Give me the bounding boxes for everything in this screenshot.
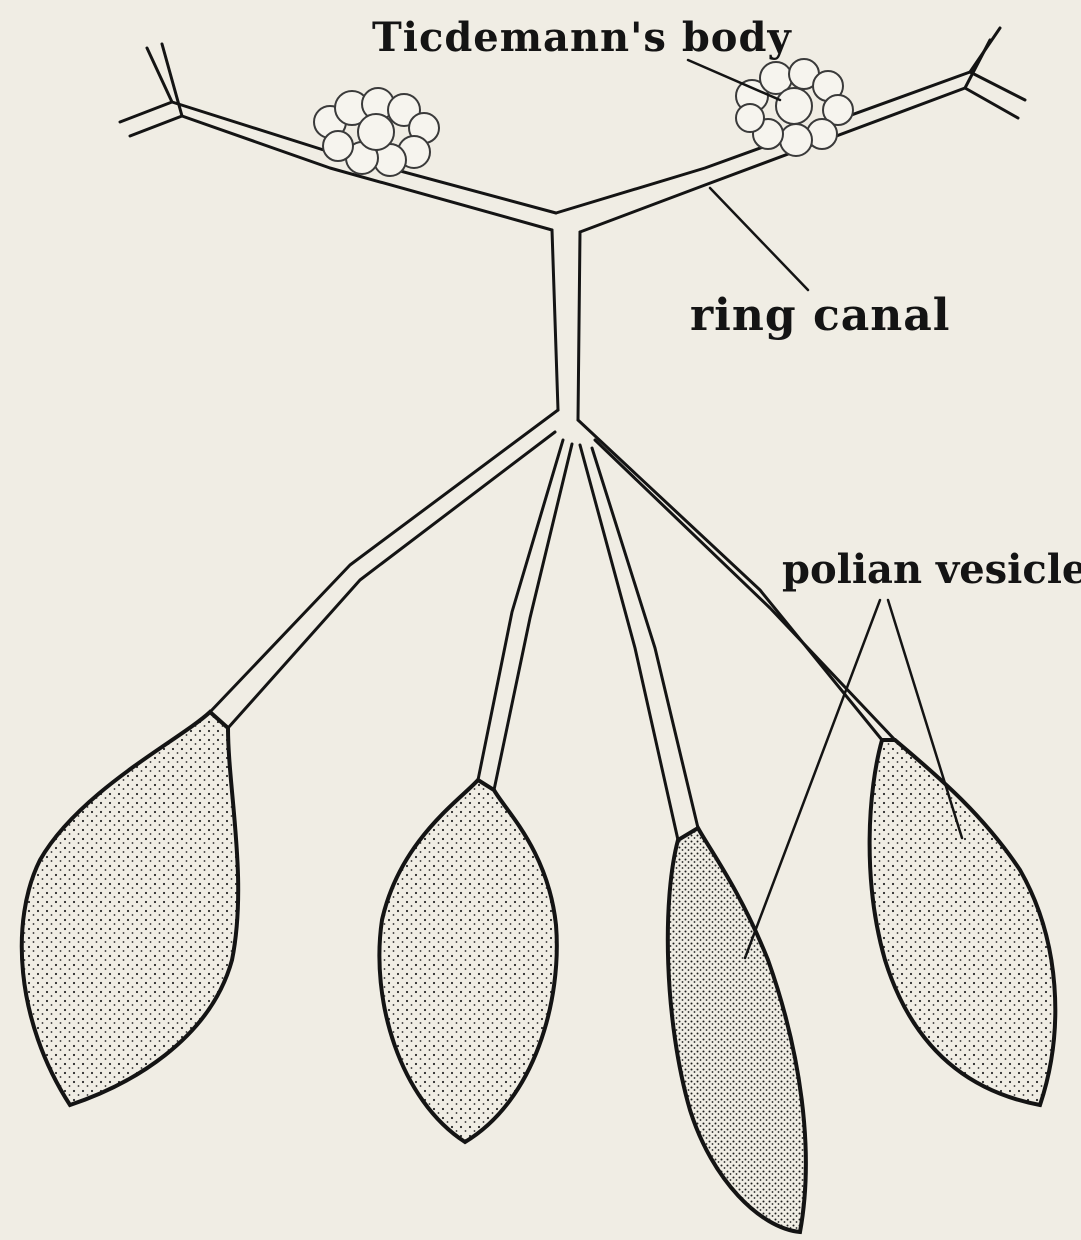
leader-ring-canal [710, 188, 808, 290]
polian-vesicle-1 [22, 712, 238, 1105]
label-tiedemann-body: Ticdemann's body [372, 14, 792, 61]
polian-vesicle-4 [870, 740, 1056, 1105]
tiedemann-body-right [736, 59, 853, 156]
polian-tube-1 [210, 410, 558, 728]
polian-vesicle-3 [668, 828, 806, 1232]
polian-vesicle-2 [379, 780, 556, 1142]
stone-canal [552, 230, 580, 420]
polian-tube-3 [580, 445, 698, 840]
label-polian-vesicles: polian vesicles [782, 546, 1081, 593]
tiedemann-body-left [314, 88, 439, 176]
label-ring-canal: ring canal [690, 290, 951, 341]
polian-tube-2 [478, 440, 572, 790]
